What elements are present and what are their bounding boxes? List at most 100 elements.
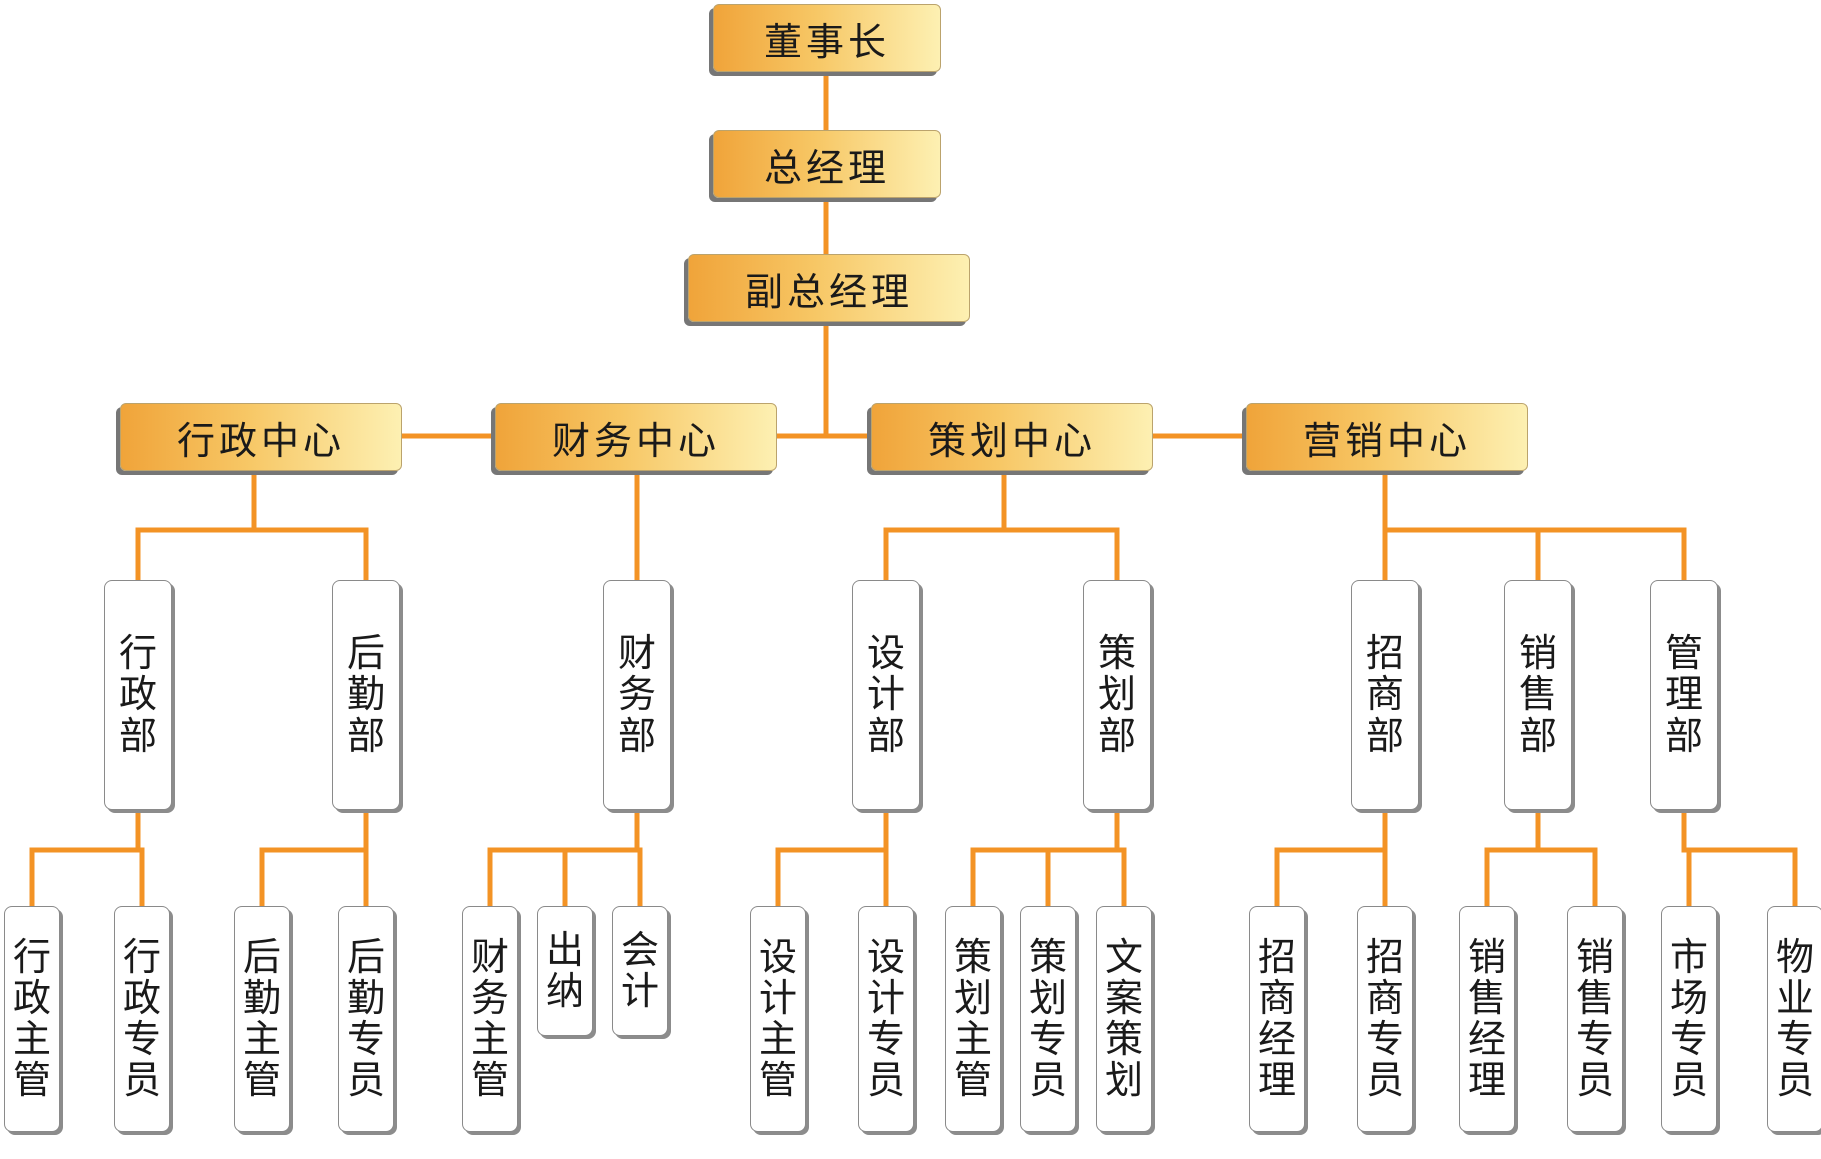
role-box: 物业专员 (1767, 906, 1821, 1132)
char: 理 (1257, 1058, 1296, 1103)
char: 策 (1104, 1017, 1143, 1061)
role-box: 销售专员 (1567, 906, 1623, 1132)
center-box-marketing: 营销中心 (1246, 403, 1528, 471)
char: 部 (1518, 713, 1557, 758)
char: 案 (1104, 975, 1143, 1020)
char: 划 (1028, 975, 1067, 1020)
char: 划 (1097, 672, 1136, 717)
role-box: 策划专员 (1020, 906, 1076, 1132)
role-box: 设计主管 (750, 906, 806, 1132)
char: 财 (617, 631, 656, 676)
char: 售 (1518, 672, 1557, 717)
char: 专 (1028, 1017, 1067, 1061)
char: 政 (118, 672, 157, 717)
char: 专 (866, 1017, 905, 1061)
char: 行 (122, 934, 161, 979)
char: 业 (1775, 975, 1814, 1020)
role-box: 会计 (612, 906, 668, 1036)
department-box: 后勤部 (332, 580, 400, 810)
char: 主 (242, 1017, 281, 1061)
char: 商 (1365, 672, 1404, 717)
char: 员 (1669, 1058, 1708, 1103)
role-box: 后勤专员 (338, 906, 394, 1132)
char: 招 (1365, 631, 1404, 676)
char: 后 (346, 631, 385, 676)
role-box: 出纳 (537, 906, 593, 1036)
char: 设 (758, 934, 797, 979)
char: 主 (470, 1017, 509, 1061)
char: 部 (1664, 713, 1703, 758)
char: 管 (758, 1058, 797, 1103)
char: 计 (866, 975, 905, 1020)
char: 员 (346, 1058, 385, 1103)
char: 计 (866, 672, 905, 717)
char: 会 (620, 927, 659, 972)
deputy-general-manager-box: 副总经理 (688, 254, 970, 322)
char: 员 (1775, 1058, 1814, 1103)
char: 专 (122, 1017, 161, 1061)
char: 售 (1467, 975, 1506, 1020)
role-box: 招商经理 (1249, 906, 1305, 1132)
char: 纳 (545, 969, 584, 1013)
char: 经 (1257, 1017, 1296, 1061)
char: 销 (1575, 934, 1614, 979)
char: 场 (1669, 975, 1708, 1020)
role-box: 行政主管 (4, 906, 60, 1132)
char: 政 (12, 975, 51, 1020)
char: 管 (242, 1058, 281, 1103)
char: 招 (1365, 934, 1404, 979)
center-box-planning: 策划中心 (871, 403, 1153, 471)
department-box: 设计部 (852, 580, 920, 810)
char: 销 (1467, 934, 1506, 979)
center-box-finance: 财务中心 (495, 403, 777, 471)
center-box-admin: 行政中心 (120, 403, 402, 471)
char: 文 (1104, 934, 1143, 979)
role-box: 后勤主管 (234, 906, 290, 1132)
char: 专 (1669, 1017, 1708, 1061)
char: 理 (1664, 672, 1703, 717)
char: 划 (953, 975, 992, 1020)
char: 招 (1257, 934, 1296, 979)
char: 主 (12, 1017, 51, 1061)
char: 后 (242, 934, 281, 979)
char: 员 (866, 1058, 905, 1103)
char: 后 (346, 934, 385, 979)
role-box: 文案策划 (1096, 906, 1152, 1132)
role-box: 设计专员 (858, 906, 914, 1132)
char: 专 (1775, 1017, 1814, 1061)
char: 策 (1028, 934, 1067, 979)
char: 员 (1028, 1058, 1067, 1103)
char: 勤 (346, 672, 385, 717)
char: 主 (758, 1017, 797, 1061)
char: 财 (470, 934, 509, 979)
char: 勤 (242, 975, 281, 1020)
role-box: 招商专员 (1357, 906, 1413, 1132)
char: 专 (346, 1017, 385, 1061)
char: 管 (953, 1058, 992, 1103)
char: 务 (470, 975, 509, 1020)
department-box: 招商部 (1351, 580, 1419, 810)
chairman-box: 董事长 (713, 4, 941, 72)
char: 主 (953, 1017, 992, 1061)
char: 部 (1365, 713, 1404, 758)
char: 部 (346, 713, 385, 758)
char: 出 (545, 927, 584, 972)
char: 勤 (346, 975, 385, 1020)
char: 计 (758, 975, 797, 1020)
department-box: 销售部 (1504, 580, 1572, 810)
department-box: 财务部 (603, 580, 671, 810)
role-box: 销售经理 (1459, 906, 1515, 1132)
char: 经 (1467, 1017, 1506, 1061)
char: 理 (1467, 1058, 1506, 1103)
role-box: 市场专员 (1661, 906, 1717, 1132)
role-box: 策划主管 (945, 906, 1001, 1132)
char: 商 (1365, 975, 1404, 1020)
char: 行 (12, 934, 51, 979)
char: 部 (617, 713, 656, 758)
department-box: 管理部 (1650, 580, 1718, 810)
char: 管 (12, 1058, 51, 1103)
char: 专 (1365, 1017, 1404, 1061)
char: 划 (1104, 1058, 1143, 1103)
